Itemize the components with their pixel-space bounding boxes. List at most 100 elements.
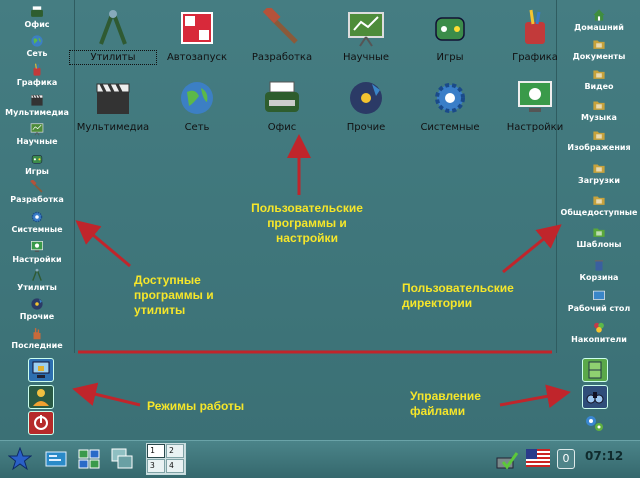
directory-item-0[interactable]: Домашний [557, 8, 640, 33]
sidebar-item-6[interactable]: Разработка [0, 179, 74, 205]
launcher-label: Научные [342, 52, 390, 63]
binoculars-icon[interactable] [582, 385, 608, 409]
sidebar-item-7[interactable]: Системные [0, 210, 74, 235]
sidebar-item-5[interactable]: Игры [0, 152, 74, 177]
workspace-pager[interactable]: 1 2 3 4 [146, 443, 186, 475]
trash-icon [592, 258, 606, 272]
launcher-row2-1[interactable]: Сеть [155, 78, 239, 133]
workspace-3[interactable]: 3 [147, 459, 165, 473]
launcher-label: Мультимедиа [76, 122, 150, 133]
directory-item-label: Корзина [579, 273, 619, 282]
monitor-icon [515, 78, 555, 118]
sidebar-item-2[interactable]: Графика [0, 63, 74, 88]
sidebar-item-label: Системные [11, 225, 63, 234]
sidebar-item-label: Утилиты [17, 283, 57, 292]
music-icon [30, 297, 44, 311]
sidebar-item-3[interactable]: Мультимедиа [0, 93, 74, 118]
directory-item-label: Домашний [574, 23, 624, 32]
launcher-row1-3[interactable]: Научные [324, 8, 408, 63]
directory-item-label: Загрузки [578, 176, 620, 185]
templates-folder-icon [592, 225, 606, 239]
launcher-label: Сеть [184, 122, 210, 133]
sidebar-item-0[interactable]: Офис [0, 5, 74, 30]
lock-monitor-icon[interactable] [28, 358, 54, 382]
directory-item-5[interactable]: Загрузки [557, 161, 640, 186]
compass-icon [93, 8, 133, 48]
workspace-1[interactable]: 1 [147, 444, 165, 458]
keyboard-layout-flag-icon[interactable] [526, 449, 550, 473]
workspace-4[interactable]: 4 [166, 459, 184, 473]
autostart-icon [177, 8, 217, 48]
arrow-to-left-panel [75, 220, 131, 268]
compass-icon [30, 268, 44, 282]
sidebar-item-label: Прочие [19, 312, 55, 321]
filing-cabinet-icon[interactable] [582, 358, 608, 382]
downloads-folder-icon [592, 161, 606, 175]
sidebar-item-1[interactable]: Сеть [0, 34, 74, 59]
switch-user-icon[interactable] [28, 385, 54, 409]
launcher-row1-2[interactable]: Разработка [240, 5, 324, 63]
sidebar-item-8[interactable]: Настройки [0, 240, 74, 265]
directory-item-8[interactable]: Корзина [557, 258, 640, 283]
sidebar-item-9[interactable]: Утилиты [0, 268, 74, 293]
launcher-row2-4[interactable]: Системные [408, 78, 492, 133]
sidebar-item-label: Мультимедиа [5, 108, 69, 117]
launcher-label: Графика [512, 52, 558, 63]
launcher-row1-5[interactable]: Графика [493, 8, 577, 63]
annotation-file-management: Управление файлами [410, 389, 481, 418]
directory-item-6[interactable]: Общедоступные [557, 193, 640, 218]
sidebar-item-4[interactable]: Научные [0, 122, 74, 147]
show-desktop-icon[interactable] [44, 447, 68, 471]
hand-icon [30, 326, 44, 340]
directory-item-7[interactable]: Шаблоны [557, 225, 640, 250]
directory-item-4[interactable]: Изображения [557, 128, 640, 153]
sidebar-item-label: Последние [11, 341, 63, 350]
directory-item-1[interactable]: Документы [557, 37, 640, 62]
workspace-2[interactable]: 2 [166, 444, 184, 458]
hammer-icon [30, 179, 44, 194]
shutdown-icon[interactable] [28, 411, 54, 435]
launcher-row1-4[interactable]: Игры [408, 8, 492, 63]
sidebar-item-label: Офис [24, 20, 50, 29]
start-menu-star-icon[interactable] [7, 446, 33, 471]
images-folder-icon [592, 128, 606, 142]
chart-board-icon [346, 8, 386, 48]
monitor-icon [30, 240, 44, 254]
directory-item-2[interactable]: Видео [557, 67, 640, 92]
settings-gears-icon[interactable] [582, 412, 606, 434]
launcher-row2-2[interactable]: Офис [240, 78, 324, 133]
launcher-row1-1[interactable]: Автозапуск [155, 8, 239, 63]
paint-icon [515, 8, 555, 48]
directory-item-10[interactable]: Накопители [557, 320, 640, 345]
sidebar-item-10[interactable]: Прочие [0, 297, 74, 322]
music-icon [346, 78, 386, 118]
workspace-counter[interactable]: 0 [557, 449, 575, 469]
directory-item-label: Общедоступные [560, 208, 638, 217]
launcher-row2-3[interactable]: Прочие [324, 78, 408, 133]
sidebar-item-label: Разработка [10, 195, 64, 204]
directory-item-3[interactable]: Музыка [557, 98, 640, 123]
launcher-label: Разработка [251, 52, 313, 63]
directory-item-label: Видео [584, 82, 614, 91]
windows-stack-icon[interactable] [110, 447, 134, 471]
launcher-label: Системные [420, 122, 480, 133]
directory-item-9[interactable]: Рабочий стол [557, 289, 640, 314]
directory-item-label: Музыка [581, 113, 617, 122]
drives-icon [592, 320, 606, 334]
launcher-row1-0[interactable]: Утилиты [69, 8, 157, 65]
globe-icon [30, 34, 44, 48]
gamepad-icon [30, 152, 44, 166]
sidebar-item-11[interactable]: Последние [0, 326, 74, 351]
directory-item-label: Изображения [567, 143, 631, 152]
arrow-to-mode-buttons [72, 382, 141, 407]
window-list-icon[interactable] [77, 447, 101, 471]
network-check-icon[interactable] [495, 448, 519, 472]
annotation-user-programs: Пользовательские программы и настройки [251, 201, 363, 245]
gear-icon [30, 210, 44, 224]
launcher-label: Утилиты [69, 50, 157, 65]
office-icon [30, 5, 44, 19]
launcher-row2-0[interactable]: Мультимедиа [71, 78, 155, 133]
clock[interactable]: 07:12 [585, 449, 624, 463]
launcher-row2-5[interactable]: Настройки [493, 78, 577, 133]
